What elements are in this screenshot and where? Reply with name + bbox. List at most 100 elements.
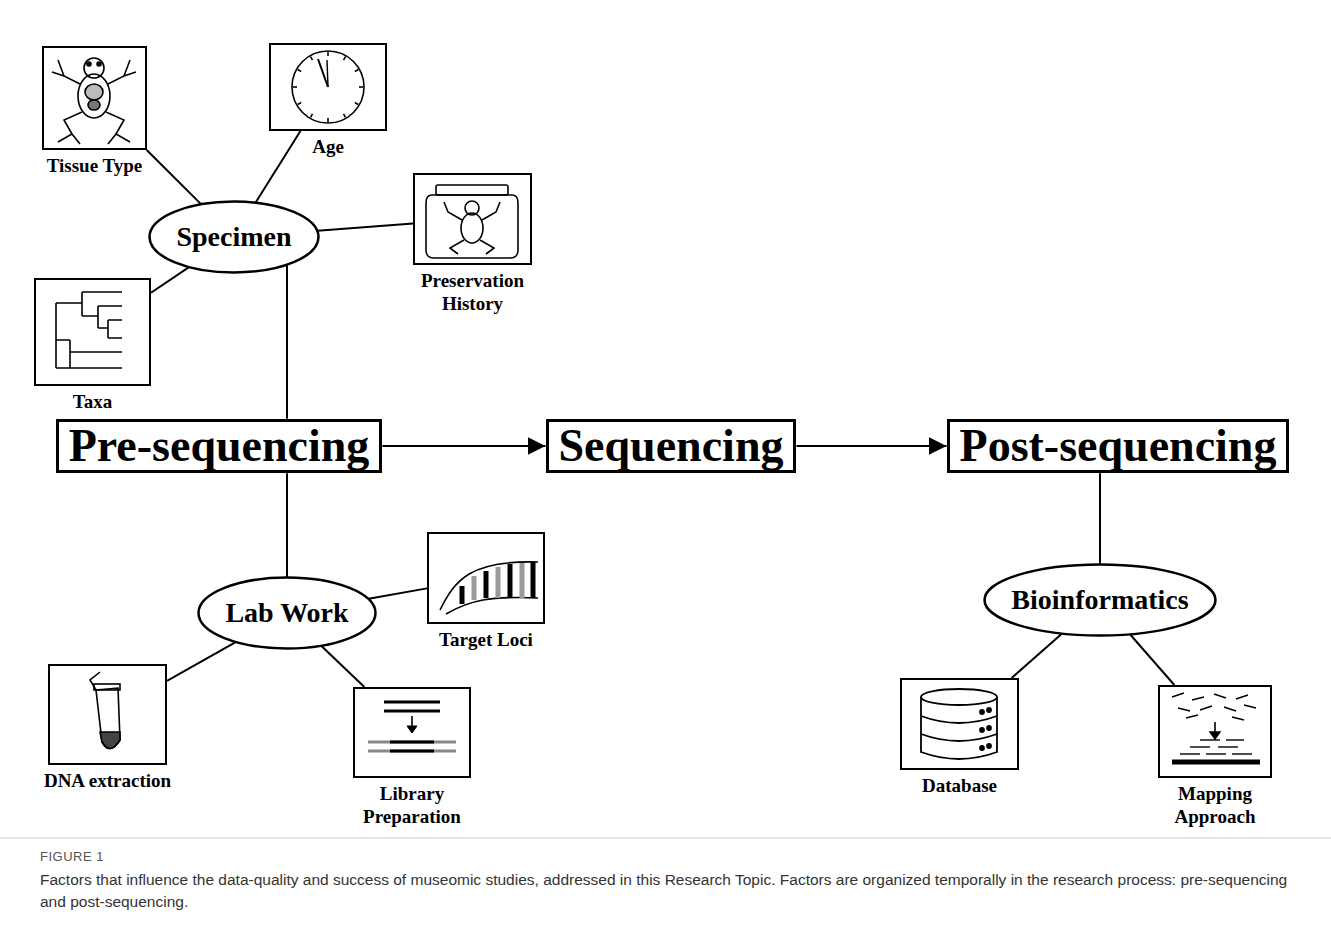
- mapping-icon: [1226, 739, 1244, 740]
- jar-icon: [450, 240, 494, 254]
- connector-line: [1130, 635, 1174, 685]
- category-oval: Lab Work: [197, 576, 377, 650]
- connector-arrow: [382, 445, 545, 447]
- dna-helix-icon: [496, 567, 501, 598]
- preservation-icon-box: Preservation History: [413, 173, 532, 265]
- frog-icon: [52, 60, 80, 84]
- mapping-icon: [1244, 705, 1256, 708]
- connector-line: [167, 642, 235, 681]
- clock-icon: [355, 103, 358, 105]
- icon-label: Tissue Type: [20, 155, 170, 178]
- clock-icon: [359, 86, 363, 88]
- mapping-icon: [1200, 739, 1220, 740]
- target-loci-icon-box: Target Loci: [427, 532, 545, 624]
- library-icon: [390, 741, 434, 744]
- mapping-icon: [1180, 753, 1200, 754]
- dna-helix-icon: [440, 562, 538, 614]
- tissue-type-icon-box: Tissue Type: [42, 46, 147, 150]
- library-icon: [384, 701, 440, 704]
- dna-helix-icon: [440, 562, 538, 610]
- database-icon: [987, 708, 991, 712]
- library-icon: [407, 726, 417, 733]
- database-icon: [921, 689, 997, 759]
- mapping-icon: [1232, 717, 1244, 720]
- icon-label: DNA extraction: [23, 770, 193, 793]
- icon-label: Target Loci: [411, 629, 561, 652]
- category-oval: Specimen: [148, 200, 320, 274]
- tube-icon: [100, 732, 120, 749]
- mapping-icon: [1206, 753, 1226, 754]
- clock-icon: [318, 59, 328, 87]
- jar-icon: [436, 185, 508, 195]
- tube-icon: [90, 672, 100, 690]
- database-icon: [980, 710, 984, 714]
- clock-icon: [327, 52, 329, 56]
- dna-helix-icon: [508, 564, 513, 598]
- library-icon: [390, 750, 434, 753]
- clock-icon: [298, 103, 301, 105]
- stage-label: Pre-sequencing: [69, 422, 370, 470]
- icon-frame: [353, 687, 471, 778]
- oval-label: Lab Work: [225, 598, 348, 629]
- connector-line: [1099, 473, 1101, 564]
- database-icon: [921, 697, 997, 759]
- connector-line: [322, 646, 365, 687]
- taxa-icon-box: Taxa: [34, 278, 151, 386]
- jar-icon: [444, 202, 500, 220]
- clock-icon: [311, 114, 313, 117]
- category-oval: Bioinformatics: [983, 563, 1217, 637]
- mapping-icon: [1172, 693, 1184, 697]
- mapping-icon: [1218, 746, 1238, 747]
- caption-rule: [0, 838, 1331, 839]
- library-icon: [368, 741, 456, 744]
- frog-icon: [84, 58, 104, 78]
- dna-helix-icon: [472, 576, 477, 600]
- connector-line: [286, 473, 288, 577]
- clock-icon: [293, 86, 297, 88]
- clock-icon: [298, 70, 301, 72]
- icon-label: Age: [268, 136, 388, 159]
- icon-frame: [42, 46, 147, 150]
- jar-icon: [461, 213, 483, 243]
- mapping-icon: [1232, 753, 1252, 754]
- mapping-icon: [1186, 715, 1198, 718]
- tree-icon: [56, 292, 122, 368]
- jar-icon: [465, 201, 479, 215]
- database-icon: [921, 734, 997, 741]
- mapping-icon: [1210, 732, 1220, 739]
- icon-frame: [269, 43, 387, 131]
- stage-box: Sequencing: [546, 419, 797, 473]
- library-icon: [384, 710, 440, 713]
- oval-shape: [985, 565, 1216, 636]
- mapping-icon: [1192, 697, 1204, 700]
- tube-icon: [96, 688, 120, 749]
- library-icon: [368, 750, 456, 753]
- clock-icon: [344, 114, 346, 117]
- frog-icon: [58, 112, 82, 144]
- stage-box: Post-sequencing: [947, 419, 1290, 473]
- clock-icon: [311, 57, 313, 60]
- icon-frame: [900, 678, 1019, 770]
- stage-label: Sequencing: [559, 422, 784, 470]
- database-icon: [921, 716, 997, 723]
- connector-line: [256, 131, 301, 202]
- dna-helix-icon: [460, 586, 465, 604]
- tube-icon: [94, 684, 120, 690]
- jar-icon: [426, 195, 518, 258]
- icon-label: Mapping Approach: [1150, 783, 1280, 829]
- connector-arrow: [796, 445, 946, 447]
- clock-icon: [327, 118, 329, 122]
- frog-icon: [78, 74, 110, 118]
- database-icon: [980, 728, 984, 732]
- database-icon: [980, 746, 984, 750]
- frog-icon: [85, 84, 103, 100]
- mapping-icon: [1190, 746, 1210, 747]
- mapping-icon: [1236, 695, 1248, 699]
- connector-line: [151, 267, 189, 292]
- database-icon: [987, 726, 991, 730]
- connector-line: [147, 150, 201, 204]
- database-icon: [987, 744, 991, 748]
- database-icon-box: Database: [900, 678, 1019, 770]
- library-icon-box: Library Preparation: [353, 687, 471, 778]
